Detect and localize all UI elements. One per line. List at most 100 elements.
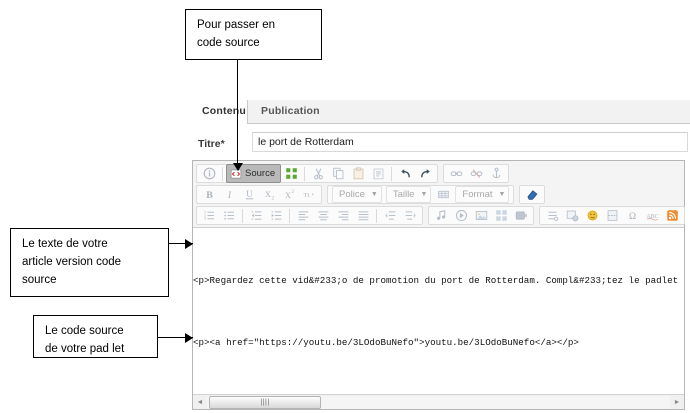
smiley-icon[interactable] bbox=[583, 207, 601, 224]
scrollbar-track[interactable]: |||| bbox=[207, 395, 670, 409]
bold-button[interactable]: B bbox=[200, 186, 218, 203]
source-icon bbox=[230, 169, 242, 178]
source-button-label: Source bbox=[245, 168, 276, 179]
link-icon[interactable] bbox=[447, 165, 465, 182]
page-break-icon[interactable] bbox=[603, 207, 621, 224]
align-justify-icon[interactable] bbox=[354, 207, 372, 224]
svg-text:Tt: Tt bbox=[303, 192, 309, 199]
underline-button[interactable]: U bbox=[240, 186, 258, 203]
callout-mid-connector bbox=[169, 243, 193, 245]
svg-text:Ω: Ω bbox=[628, 211, 635, 222]
svg-text:3: 3 bbox=[203, 216, 206, 221]
scrollbar-grip-icon: |||| bbox=[260, 398, 270, 406]
special-character-icon[interactable]: Ω bbox=[623, 207, 641, 224]
undo-icon[interactable] bbox=[396, 165, 414, 182]
svg-text:2: 2 bbox=[291, 189, 294, 195]
toolbar-row-1: Source bbox=[193, 163, 684, 184]
copy-icon[interactable] bbox=[329, 165, 347, 182]
text-direction-ltr-icon[interactable] bbox=[381, 207, 399, 224]
callout-low-line-2: de votre pad let bbox=[45, 342, 125, 355]
title-input[interactable] bbox=[252, 132, 688, 152]
text-color-icon[interactable]: Tt bbox=[300, 186, 318, 203]
video-icon[interactable] bbox=[512, 207, 530, 224]
about-icon[interactable] bbox=[200, 165, 218, 182]
callout-top-connector bbox=[237, 60, 239, 167]
align-center-icon[interactable] bbox=[314, 207, 332, 224]
svg-text:I: I bbox=[226, 190, 231, 201]
chevron-down-icon: ▼ bbox=[498, 191, 506, 198]
paste-icon[interactable] bbox=[349, 165, 367, 182]
image-properties-icon[interactable] bbox=[563, 207, 581, 224]
callout-top-line-1: Pour passer en bbox=[197, 19, 275, 31]
text-direction-rtl-icon[interactable] bbox=[401, 207, 419, 224]
outdent-icon[interactable] bbox=[247, 207, 265, 224]
source-code-textarea[interactable]: <p>Regardez cette vid&#233;o de promotio… bbox=[193, 228, 684, 394]
title-field-label: Titre* bbox=[198, 138, 225, 150]
svg-text:B: B bbox=[206, 190, 213, 201]
ckeditor-frame: Source bbox=[192, 160, 685, 410]
paste-text-icon[interactable] bbox=[369, 165, 387, 182]
image-icon[interactable] bbox=[472, 207, 490, 224]
toolbar-group-document: Source bbox=[196, 164, 439, 183]
callout-top-line-2: code source bbox=[197, 36, 260, 49]
title-row: Titre* bbox=[190, 124, 690, 164]
toolbar-group-insert bbox=[428, 206, 534, 225]
anchor-icon[interactable] bbox=[487, 165, 505, 182]
toolbar-group-styles: Police ▼ Taille ▼ Format ▼ bbox=[327, 185, 515, 204]
svg-text:2: 2 bbox=[203, 212, 206, 217]
format-label: Format bbox=[462, 189, 493, 200]
code-line: <p><a href="https://youtu.be/3LOdoBuNefo… bbox=[193, 336, 579, 348]
font-family-select[interactable]: Police ▼ bbox=[332, 186, 382, 203]
font-size-label: Taille bbox=[392, 189, 415, 200]
toolbar-separator bbox=[222, 166, 223, 181]
scroll-right-arrow-icon[interactable]: ► bbox=[673, 398, 681, 406]
callout-mid-arrowhead bbox=[185, 239, 193, 249]
audio-icon[interactable] bbox=[432, 207, 450, 224]
eraser-icon[interactable] bbox=[523, 186, 541, 203]
callout-mid-line-2: article version code bbox=[22, 255, 122, 268]
title-label-text: Titre bbox=[198, 138, 221, 150]
italic-button[interactable]: I bbox=[220, 186, 238, 203]
abbreviation-icon[interactable]: ABC bbox=[643, 207, 661, 224]
table-icon[interactable] bbox=[434, 186, 452, 203]
svg-text:ABC: ABC bbox=[646, 214, 658, 220]
flash-icon[interactable] bbox=[452, 207, 470, 224]
cut-icon[interactable] bbox=[309, 165, 327, 182]
callout-mid-line-3: source bbox=[22, 273, 57, 286]
grid-icon[interactable] bbox=[492, 207, 510, 224]
svg-text:1: 1 bbox=[203, 209, 206, 214]
list-properties-icon[interactable] bbox=[543, 207, 561, 224]
font-size-select[interactable]: Taille ▼ bbox=[385, 186, 432, 203]
tab-publication[interactable]: Publication bbox=[261, 105, 320, 117]
redo-icon[interactable] bbox=[416, 165, 434, 182]
callout-article-source: Le texte de votre article version code s… bbox=[10, 228, 169, 297]
callout-low-arrowhead bbox=[185, 333, 193, 343]
toolbar-separator bbox=[242, 208, 243, 223]
toolbar-separator bbox=[391, 166, 393, 181]
align-right-icon[interactable] bbox=[334, 207, 352, 224]
rss-feed-icon[interactable] bbox=[663, 207, 681, 224]
ckeditor-toolbar: Source bbox=[193, 161, 685, 228]
toolbar-group-cleanup bbox=[519, 185, 546, 204]
indent-icon[interactable] bbox=[267, 207, 285, 224]
format-select[interactable]: Format ▼ bbox=[455, 186, 510, 203]
bulleted-list-icon[interactable] bbox=[220, 207, 238, 224]
unlink-icon[interactable] bbox=[467, 165, 485, 182]
tab-contenu[interactable]: Contenu bbox=[190, 100, 248, 124]
align-left-icon[interactable] bbox=[294, 207, 312, 224]
code-line: <p>Regardez cette vid&#233;o de promotio… bbox=[193, 275, 684, 286]
tab-strip: Contenu Publication bbox=[190, 100, 690, 124]
source-code-content: <p>Regardez cette vid&#233;o de promotio… bbox=[193, 230, 684, 394]
maximize-icon[interactable] bbox=[282, 165, 300, 182]
scroll-left-arrow-icon[interactable]: ◄ bbox=[196, 398, 204, 406]
callout-padlet-source: Le code source de votre pad let bbox=[33, 315, 158, 358]
callout-mid-line-1: Le texte de votre bbox=[22, 238, 108, 250]
toolbar-group-links bbox=[443, 164, 510, 183]
horizontal-scrollbar[interactable]: ◄ |||| ► bbox=[193, 394, 684, 409]
scrollbar-thumb[interactable]: |||| bbox=[209, 395, 321, 409]
